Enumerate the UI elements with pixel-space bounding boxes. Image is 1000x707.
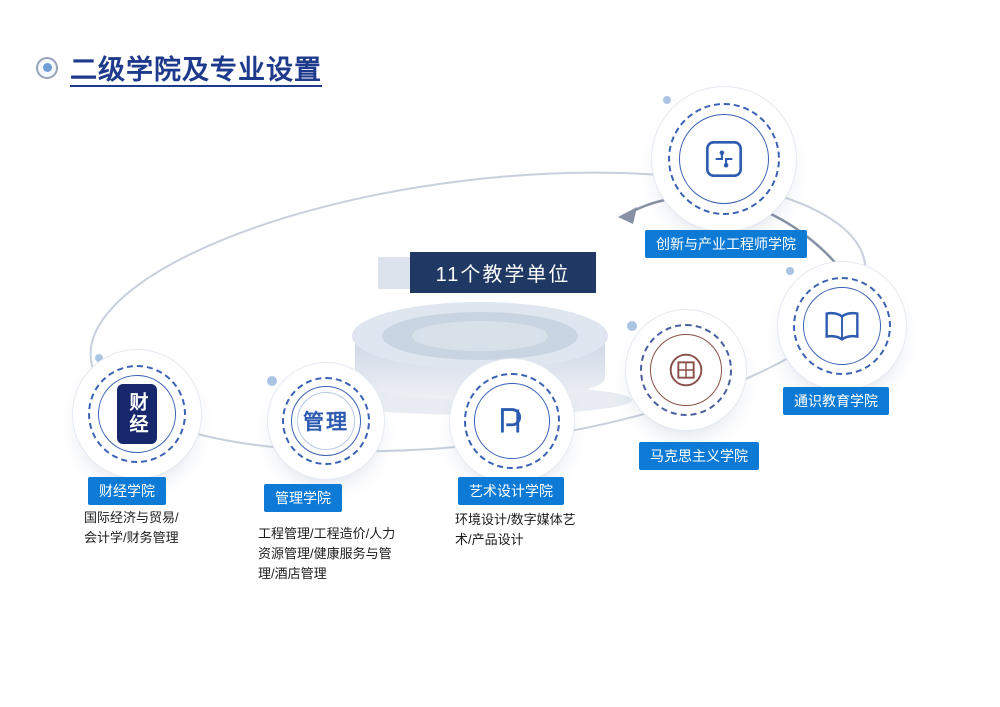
banner-side-shadow: [378, 257, 416, 289]
label-art-design-college: 艺术设计学院: [458, 477, 564, 505]
label-finance-college: 财经学院: [88, 477, 166, 505]
majors-finance: 国际经济与贸易/会计学/财务管理: [84, 510, 179, 546]
bullet-icon: [36, 56, 58, 79]
majors-management: 工程管理/工程造价/人力资源管理/健康服务与管理/酒店管理: [258, 526, 396, 582]
decor-dot: [663, 96, 671, 104]
decor-dot: [267, 376, 277, 386]
label-innovation-college: 创新与产业工程师学院: [645, 230, 807, 258]
management-seal-text: 管理: [297, 392, 355, 450]
decor-dot: [95, 354, 103, 362]
teaching-units-banner: 11个教学单位: [410, 252, 596, 293]
decor-dot: [627, 321, 637, 331]
circuit-board-icon: [706, 141, 742, 177]
finance-seal-text: 财经: [117, 384, 157, 444]
general-education-college-badge: [786, 270, 898, 382]
open-book-icon: [825, 311, 859, 341]
marxism-college-badge: [634, 318, 738, 422]
finance-college-badge: 财经: [81, 358, 193, 470]
management-college-badge: 管理: [276, 371, 376, 471]
label-general-education-college: 通识教育学院: [783, 387, 889, 415]
innovation-college-badge: [660, 95, 788, 223]
label-management-college: 管理学院: [264, 484, 342, 512]
label-marxism-college: 马克思主义学院: [639, 442, 759, 470]
monogram-icon: [500, 408, 522, 433]
round-seal-icon: [669, 353, 703, 387]
art-design-college-badge: [458, 367, 566, 475]
decor-dot: [786, 267, 794, 275]
title-row: 二级学院及专业设置: [36, 48, 322, 87]
majors-art-design: 环境设计/数字媒体艺术/产品设计: [455, 512, 576, 548]
arrowhead-icon: [618, 207, 637, 224]
page-title: 二级学院及专业设置: [70, 55, 322, 85]
